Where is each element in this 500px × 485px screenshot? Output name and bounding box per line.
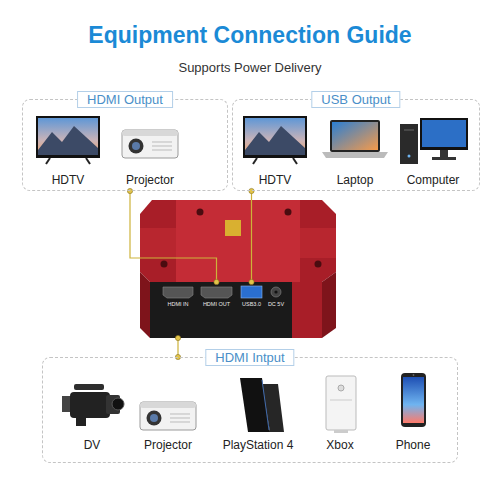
device-item: DV <box>57 372 127 452</box>
tv-icon <box>36 116 100 164</box>
item-label: PlayStation 4 <box>223 438 294 452</box>
device-illustration-part <box>225 220 241 236</box>
item-label: Computer <box>407 173 460 187</box>
device-item: Laptop <box>320 113 390 187</box>
device-illustration-part <box>150 282 322 338</box>
computer-icon-part <box>420 118 468 150</box>
xbox-icon-part <box>326 376 356 430</box>
group-heading: USB Output <box>311 91 400 108</box>
device-item: Xbox <box>305 372 375 452</box>
computer-icon <box>400 118 468 164</box>
item-label: Xbox <box>326 438 353 452</box>
camcorder-icon-part <box>74 384 104 390</box>
device-item: Projector <box>133 372 203 452</box>
laptop-icon-part <box>322 152 388 158</box>
device-illustration-part <box>241 286 262 298</box>
connector-line <box>130 191 217 282</box>
device-illustration-part <box>140 200 336 282</box>
xbox-icon-part <box>334 430 348 433</box>
connector-dot <box>175 335 180 340</box>
tv-icon-part <box>36 116 100 164</box>
group-heading: HDMI Output <box>77 91 173 108</box>
device-item: HDTV <box>33 113 103 187</box>
device-item: PlayStation 4 <box>214 372 302 452</box>
tv-icon <box>243 116 307 164</box>
connector-dot <box>249 279 254 284</box>
device-illustration-part <box>322 272 336 338</box>
xbox-icon-part <box>330 400 352 401</box>
item-label: HDTV <box>259 173 292 187</box>
device-illustration-part <box>315 261 322 268</box>
port-label: HDMI IN <box>167 301 188 308</box>
port-label: DC 5V <box>268 301 284 308</box>
xbox-icon <box>326 376 356 433</box>
camcorder-icon-part <box>70 392 110 418</box>
item-label: DV <box>84 438 101 452</box>
device-illustration-part <box>271 287 281 297</box>
laptop-icon <box>322 120 388 158</box>
computer-icon-part <box>400 124 418 164</box>
device-illustration-part <box>140 228 176 258</box>
connector-dot <box>214 279 219 284</box>
phone-icon-part <box>403 377 424 423</box>
port-label: HDMI OUT <box>203 301 230 308</box>
item-label: Projector <box>144 438 192 452</box>
device-illustration-part <box>300 228 336 258</box>
xbox-icon-part <box>338 385 344 391</box>
device-illustration-part <box>201 287 232 298</box>
laptop-icon-part <box>330 120 380 152</box>
computer-icon-part <box>408 155 411 158</box>
device-illustration-part <box>161 261 168 268</box>
tv-icon-part <box>243 116 307 164</box>
playstation-icon-part <box>262 384 284 432</box>
group-heading: HDMI Intput <box>205 349 294 366</box>
computer-icon-part <box>404 130 414 131</box>
projector-icon-part <box>122 130 178 158</box>
projector-icon <box>122 130 178 158</box>
camcorder-icon-part <box>62 396 70 412</box>
connector-line <box>251 191 252 282</box>
port-label: USB3.0 <box>242 301 261 308</box>
camcorder-icon-part <box>76 418 86 426</box>
camcorder-icon-part <box>112 398 124 410</box>
device-illustration-part <box>197 209 204 216</box>
group-box: HDMI IntputDVProjectorPlayStation 4XboxP… <box>42 357 458 463</box>
device-item: Computer <box>398 113 468 187</box>
computer-icon-part <box>432 157 456 160</box>
item-label: Projector <box>126 173 174 187</box>
item-label: Laptop <box>337 173 374 187</box>
phone-icon-part <box>413 374 415 376</box>
projector-icon <box>140 402 196 430</box>
projector-icon-part <box>140 402 196 430</box>
phone-icon <box>401 373 426 427</box>
laptop-icon-part <box>332 122 378 150</box>
camcorder-icon <box>62 384 124 426</box>
device-illustration <box>140 200 336 338</box>
connector-dot <box>127 188 132 193</box>
device-illustration-part <box>285 209 292 216</box>
computer-icon-part <box>440 150 448 157</box>
connector-dot <box>249 188 254 193</box>
computer-icon-part <box>422 120 466 147</box>
device-item: Phone <box>378 372 448 452</box>
device-illustration-part <box>176 200 300 282</box>
item-label: Phone <box>396 438 431 452</box>
device-illustration-part <box>292 282 322 338</box>
playstation-icon-part <box>262 380 269 430</box>
device-item: HDTV <box>240 113 310 187</box>
group-box: HDMI OutputHDTVProjector <box>22 99 228 191</box>
device-illustration-part <box>274 290 277 293</box>
item-label: HDTV <box>52 173 85 187</box>
device-illustration-part <box>140 272 150 338</box>
subtitle-label: Supports Power Delivery <box>0 60 500 75</box>
device-item: Projector <box>115 113 185 187</box>
group-box: USB OutputHDTVLaptopComputer <box>232 99 480 191</box>
device-illustration-part <box>163 287 193 298</box>
playstation-icon <box>240 378 284 432</box>
title: Equipment Connection Guide <box>0 22 500 49</box>
adapter-box: HDMI IN HDMI OUT USB3.0 DC 5V <box>150 282 322 338</box>
phone-icon-part <box>401 373 426 427</box>
